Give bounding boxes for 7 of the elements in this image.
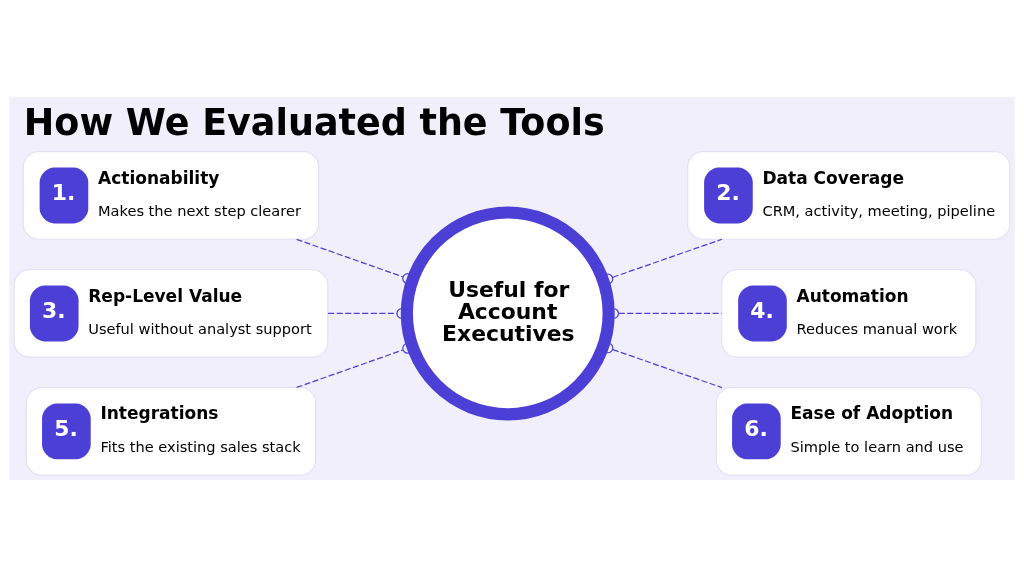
- diagram-title: How We Evaluated the Tools: [23, 100, 605, 144]
- node-box: 6. Ease of Adoption Simple to learn and use: [715, 386, 982, 476]
- node-box: 2. Data Coverage CRM, activity, meeting, pipeline: [687, 150, 1011, 240]
- node-box: 5. Integrations Fits the existing sales stack: [25, 386, 317, 476]
- node-box: 4. Automation Reduces manual work: [721, 268, 977, 358]
- node-box: 3. Rep-Level Value Useful without analyst support: [13, 268, 329, 358]
- node-box: 1. Actionability Makes the next step clearer: [22, 150, 320, 240]
